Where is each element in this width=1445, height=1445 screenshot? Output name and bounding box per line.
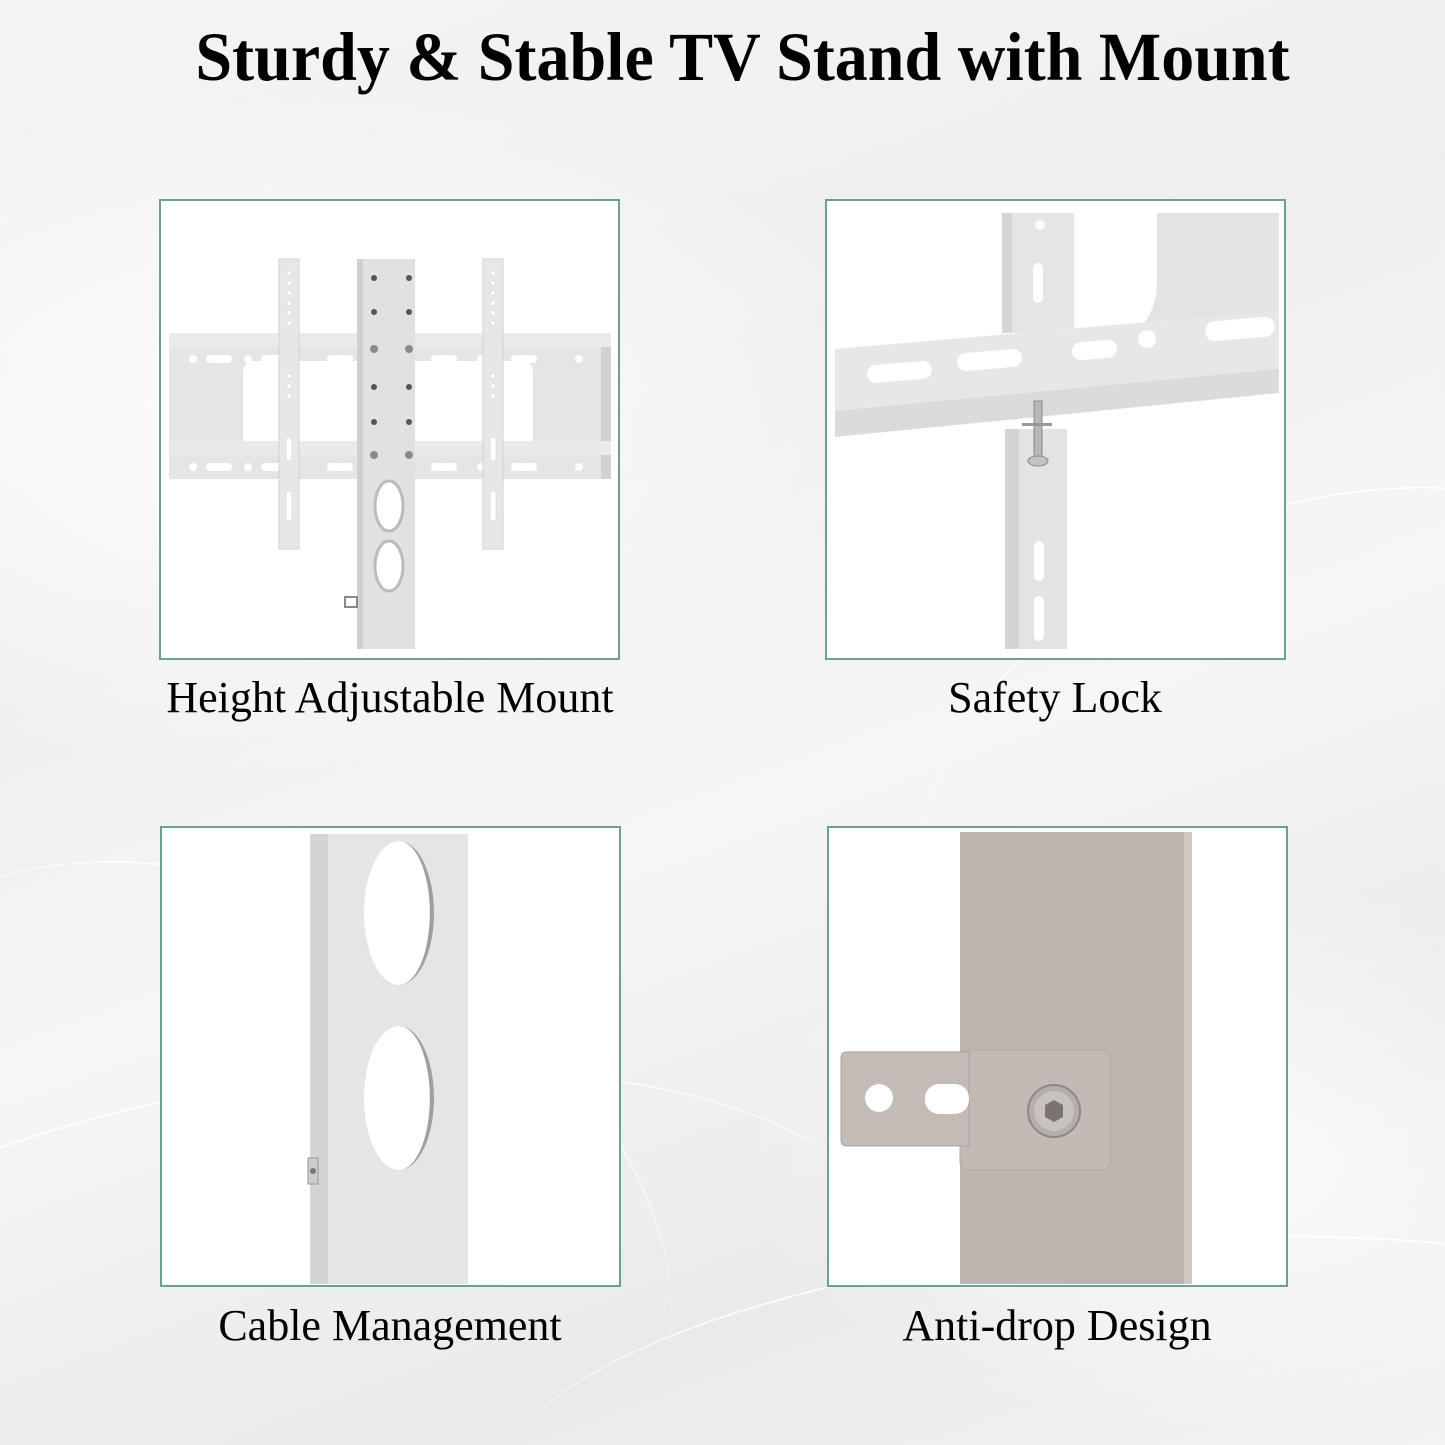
- caption-cable-management: Cable Management: [218, 1301, 562, 1350]
- cable-management-post-illustration: [307, 834, 468, 1284]
- anti-drop-tab-illustration: [840, 832, 1226, 1284]
- feature-image-cable-management: [160, 826, 621, 1287]
- caption-height-adjustable-mount: Height Adjustable Mount: [166, 673, 614, 722]
- caption-safety-lock: Safety Lock: [948, 673, 1162, 722]
- feature-image-anti-drop-design: [827, 826, 1288, 1287]
- caption-anti-drop-design: Anti-drop Design: [902, 1301, 1212, 1350]
- tv-mount-bracket-illustration: [169, 258, 611, 649]
- safety-lock-closeup-illustration: [835, 213, 1279, 649]
- feature-image-safety-lock: [825, 199, 1286, 660]
- feature-image-height-adjustable-mount: [159, 199, 620, 660]
- page-title: Sturdy & Stable TV Stand with Mount: [195, 19, 1290, 96]
